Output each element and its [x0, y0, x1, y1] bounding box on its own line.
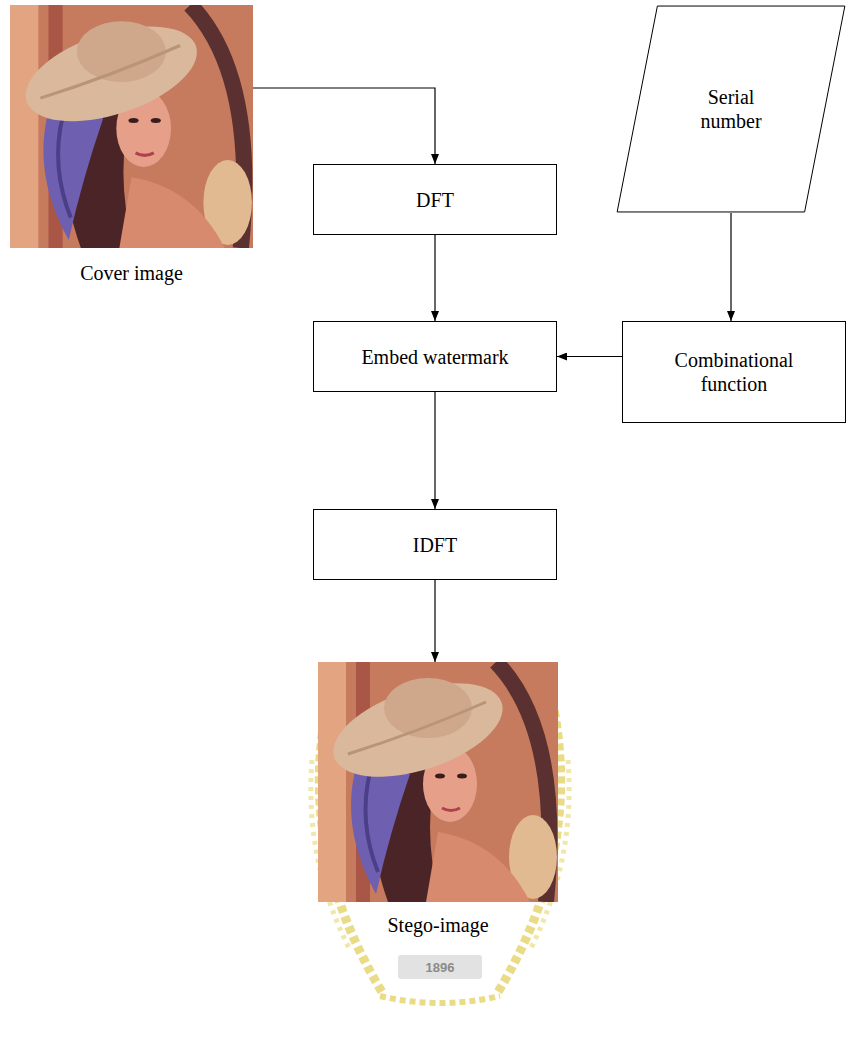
box-label: IDFT — [413, 533, 457, 557]
stego-picture — [318, 662, 558, 902]
flow-arrow — [434, 580, 435, 662]
flow-arrow — [557, 356, 622, 357]
flow-arrow — [253, 88, 435, 164]
process-box: Embed watermark — [313, 321, 557, 392]
parallelogram-shape — [617, 6, 845, 212]
stego-image: Stego-image — [318, 662, 558, 937]
emblem-year: 1896 — [426, 960, 455, 975]
parallelogram-outline — [616, 5, 846, 213]
flow-arrow — [730, 213, 731, 321]
input-parallelogram: Serial number — [616, 5, 846, 213]
image-caption: Stego-image — [383, 913, 492, 937]
process-box: Combinational function — [622, 321, 846, 423]
box-label: DFT — [416, 188, 454, 212]
wreath-bottom — [380, 996, 500, 1003]
cover-image: Cover image — [10, 5, 253, 285]
box-label: Embed watermark — [361, 345, 508, 369]
flow-arrow — [434, 235, 435, 321]
flow-arrow — [434, 392, 435, 509]
process-box: DFT — [313, 164, 557, 235]
box-label: Combinational function — [649, 348, 819, 396]
process-box: IDFT — [313, 509, 557, 580]
input-label: Serial number — [681, 85, 781, 133]
cover-picture — [10, 5, 253, 248]
image-caption: Cover image — [76, 261, 187, 285]
emblem-band — [398, 955, 482, 979]
